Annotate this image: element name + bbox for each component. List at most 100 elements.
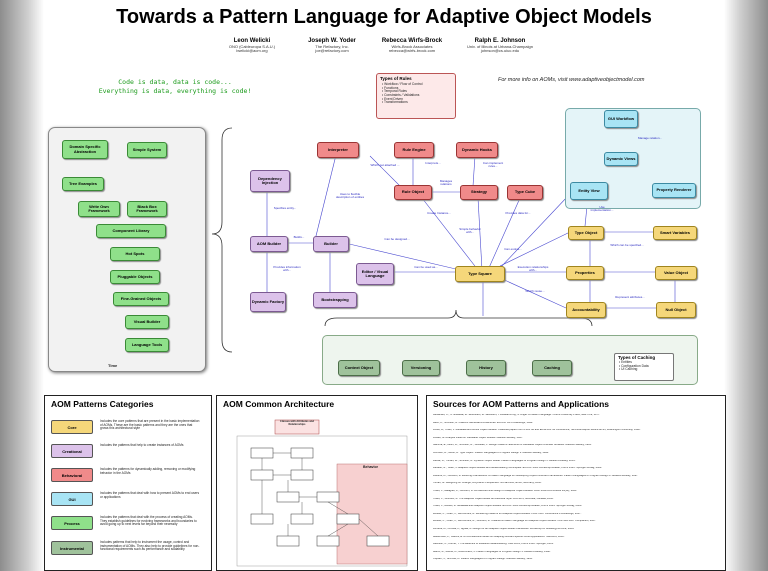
node-entity-view[interactable]: Entity View [570,182,608,200]
author-2: Joseph W. Yoder The Refactory, Inc. joe@… [272,38,392,53]
category-description: Includes the core patterns that are pres… [100,419,200,431]
author-affiliation: ONO (Cableuropa S.A.U.) [228,43,276,49]
node-domain-specific-abstraction[interactable]: Domain Specific Abstraction [62,140,108,159]
reference-item: Martin, R., Riehle, D., Buschmann, F. Pa… [433,550,551,553]
caching-type: • Configuration Data [619,363,649,368]
node-rule-engine[interactable]: Rule Engine [394,142,434,158]
category-description: Includes the patterns that deal with the… [100,515,197,527]
node-interpreter[interactable]: Interpreter [317,142,359,158]
node-write-own-framework[interactable]: Write Own Framework [78,201,120,217]
author-name: Leon Welicki [233,38,271,44]
node-value-object[interactable]: Value Object [655,266,697,280]
author-name: Joseph W. Yoder [308,38,356,44]
node-component-library[interactable]: Component Library [96,224,166,238]
more-info-link[interactable]: For more info on AOMs, visit www.adaptiv… [498,77,645,83]
node-context-object[interactable]: Context Object [338,360,380,376]
types-of-caching-list: • Entities • Configuration Data • UI Cac… [619,360,673,372]
reference-item: Foote, B., Yoder, J. Metadata and Active… [433,429,641,432]
reference-item: Atkinson, C., Kuhne, T. The Essence of M… [433,543,554,546]
edge-label: Interprets... [425,161,441,165]
node-strategy[interactable]: Strategy [460,185,498,200]
sources-title: Sources for AOM Patterns and Application… [433,399,610,409]
node-gui-workflow[interactable]: GUI Workflow [604,110,638,128]
node-caching[interactable]: Caching [532,360,572,376]
node-type-object[interactable]: Type Object [568,226,604,240]
types-of-rules-title: Types of Rules [380,76,412,81]
reference-item: Alexander, C., S. Ishikawa, M. Silverste… [433,414,601,416]
category-row: Behavioral Includes the patterns for dyn… [51,467,200,482]
rule-type: • Temporal Rules [382,89,407,94]
entities-label: Classes with Attributes and Relationship… [280,420,314,426]
node-aom-builder[interactable]: AOM Builder [250,236,288,252]
edge-label: Manages relations [439,179,453,187]
author-3: Rebecca Wirfs-Brock Wirfs-Brock Associat… [352,38,472,53]
edge-label: Specifies entity... [273,206,297,210]
node-language-tools[interactable]: Language Tools [125,338,169,352]
author-affiliation: The Refactory, Inc. [315,43,349,49]
author-affiliation: Wirfs-Brock Associates [391,43,433,49]
categories-panel: AOM Patterns Categories Core Includes th… [44,395,212,571]
node-null-object[interactable]: Null Object [656,302,696,318]
node-builder[interactable]: Builder [313,236,349,252]
reference-item: Matsumoto, P., Guerra, E. An Architectur… [433,535,565,538]
category-instrumental-swatch: Instrumental [51,541,93,555]
edge-label: Represent attributes... [615,295,645,299]
category-gui-swatch: GUI [51,492,93,506]
author-name: Rebecca Wirfs-Brock [381,38,443,44]
reference-item: Beck, K., Johnson, R. Patterns Generate … [433,421,534,424]
category-row: Core Includes the core patterns that are… [51,419,200,434]
node-versioning[interactable]: Versioning [402,360,440,376]
behavior-label: Behavior [363,465,378,469]
edge-label: Create Instance... [427,211,451,215]
node-simple-system[interactable]: Simple System [127,142,167,158]
edge-label: Can be designed... [384,237,410,241]
node-editor-visual-language[interactable]: Editor / Visual Language [356,263,394,285]
node-black-box-framework[interactable]: Black Box Framework [127,201,167,217]
node-dynamic-hooks[interactable]: Dynamic Hooks [456,142,498,158]
rule-type: • Functions [382,85,399,90]
node-type-square[interactable]: Type Square [455,266,505,282]
node-smart-variables[interactable]: Smart Variables [653,226,697,240]
types-of-caching-title: Types of Caching [618,355,656,360]
node-dynamic-views[interactable]: Dynamic Views [604,152,638,166]
edge-label: Can be used as... [414,265,438,269]
reference-item: Welicki, L., Yoder, J., Wirfs-Brock, R. … [433,512,582,515]
category-creational-swatch: Creational [51,444,93,458]
node-history[interactable]: History [466,360,506,376]
edge-label: Simple behavior with... [459,227,481,235]
quote-line-2: Everything is data, everything is code! [98,86,252,95]
category-description: Includes the patterns that help to creat… [100,443,184,447]
node-rule-object[interactable]: Rule Object [394,185,432,200]
node-properties[interactable]: Properties [566,266,604,280]
node-hot-spots[interactable]: Hot Spots [110,247,160,261]
node-bootstrapping[interactable]: Bootstrapping [313,292,357,308]
node-accountability[interactable]: Accountability [566,302,606,318]
rule-type: • Workflow / Flow of Control [382,82,423,86]
node-dependency-injection[interactable]: Dependency Injection [250,170,290,192]
architecture-title: AOM Common Architecture [223,399,335,409]
node-type-cube[interactable]: Type Cube [507,185,543,200]
reference-item: Roberts, D., Johnson, R. Evolving Framew… [433,474,639,477]
rule-type: • Transformations [382,100,408,105]
node-fine-grained-objects[interactable]: Fine-Grained Objects [113,292,169,306]
time-axis-label: Time [108,363,118,368]
category-row: Creational Includes the patterns that he… [51,443,200,458]
category-process-swatch: Process [51,516,93,530]
reference-item: Tilman, M. Designing for Change, a Dynam… [433,482,542,485]
node-visual-builder[interactable]: Visual Builder [125,315,169,329]
edge-label: Use implementation... [590,205,614,213]
edge-label: Execution relationships with... [517,265,549,273]
node-property-renderer[interactable]: Property Renderer [652,183,696,198]
node-pluggable-objects[interactable]: Pluggable Objects [110,270,160,284]
categories-title: AOM Patterns Categories [51,399,154,409]
reference-item: Ferreira, H., Correia, F., Aguiar, A. De… [433,528,575,530]
category-row: GUI Includes the patterns that deal with… [51,491,200,506]
node-tree-examples[interactable]: Tree Examples [62,177,104,191]
types-of-rules-list: • Workflow / Flow of Control • Functions… [382,82,455,105]
reference-item: Yoder, J., Razavi, R. Metadata and Adapt… [433,505,583,508]
reference-item: Gamma, E., Helm, R., Johnson, R., Vlissi… [433,444,592,447]
rule-type: • Event Driven [382,96,403,101]
author-email: johnson@cs.uiuc.edu [480,47,520,53]
node-dynamic-factory[interactable]: Dynamic Factory [250,292,286,312]
author-1: Leon Welicki ONO (Cableuropa S.A.U.) lwe… [192,38,312,53]
